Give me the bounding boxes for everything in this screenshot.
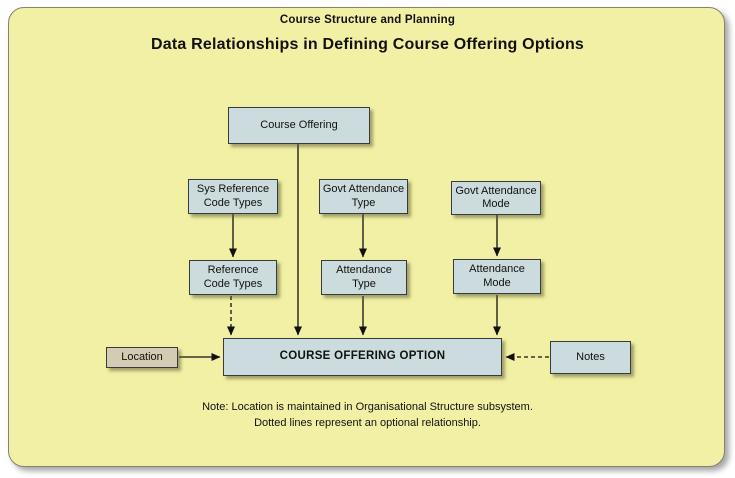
footnote-line-2: Dotted lines represent an optional relat… (254, 416, 481, 429)
node-reference-code-types: Reference Code Types (189, 260, 277, 295)
footnote-line-1: Note: Location is maintained in Organisa… (202, 401, 533, 413)
node-sys-reference-code-types: Sys Reference Code Types (188, 179, 278, 214)
node-location: Location (106, 347, 178, 368)
node-govt-attendance-mode: Govt Attendance Mode (451, 181, 541, 215)
node-attendance-type: Attendance Type (321, 260, 407, 295)
footnote: Note: Location is maintained in Organisa… (0, 400, 735, 431)
node-course-offering-option: COURSE OFFERING OPTION (223, 338, 502, 376)
node-attendance-mode: Attendance Mode (453, 259, 541, 294)
node-notes: Notes (550, 341, 631, 374)
page-title: Data Relationships in Defining Course Of… (150, 36, 585, 53)
diagram-panel (8, 7, 725, 467)
diagram-subtitle: Course Structure and Planning (279, 14, 456, 26)
node-course-offering: Course Offering (228, 107, 370, 144)
node-govt-attendance-type: Govt Attendance Type (319, 179, 408, 214)
